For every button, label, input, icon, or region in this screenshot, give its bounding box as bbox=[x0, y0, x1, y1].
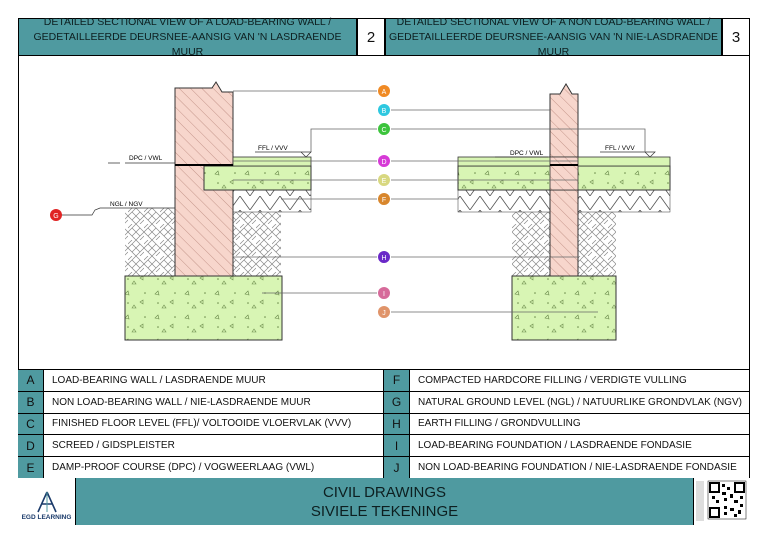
svg-text:G: G bbox=[53, 213, 58, 220]
panel-title-line1: DETAILED SECTIONAL VIEW OF A NON LOAD-BE… bbox=[396, 15, 711, 28]
marker-b: B bbox=[378, 104, 390, 116]
logo-icon bbox=[36, 491, 57, 513]
screed-left bbox=[232, 156, 312, 167]
logo-text: EGD LEARNING bbox=[21, 514, 72, 521]
dpc-label-right: DPC / VWL bbox=[510, 150, 544, 157]
foundation-left bbox=[124, 275, 283, 341]
load-bearing-detail bbox=[124, 81, 312, 341]
slab-left bbox=[203, 165, 312, 191]
leader-lines bbox=[233, 90, 646, 313]
drawing-title: CIVIL DRAWINGS SIVIELE TEKENINGE bbox=[76, 478, 694, 525]
panel-title-line1: DETAILED SECTIONAL VIEW OF A LOAD-BEARIN… bbox=[43, 15, 332, 28]
qr-code bbox=[694, 478, 750, 525]
svg-text:I: I bbox=[383, 291, 385, 298]
svg-text:F: F bbox=[382, 197, 386, 204]
level-labels-left: DPC / VWL FFL / VVV NGL / NGV bbox=[62, 145, 312, 216]
marker-e: E bbox=[378, 174, 390, 186]
marker-f: F bbox=[378, 193, 390, 205]
svg-text:J: J bbox=[382, 310, 386, 317]
svg-text:D: D bbox=[381, 159, 386, 166]
marker-d: D bbox=[378, 155, 390, 167]
panel-number-non-load-bearing: 3 bbox=[722, 18, 750, 56]
svg-text:E: E bbox=[382, 178, 387, 185]
earth-fill-left-outer bbox=[125, 208, 175, 278]
level-labels-right: DPC / VWL FFL / VVV bbox=[495, 145, 656, 158]
panel-number-load-bearing: 2 bbox=[357, 18, 385, 56]
marker-j: J bbox=[378, 306, 390, 318]
egd-logo: EGD LEARNING bbox=[18, 478, 76, 525]
drawing-title-line2: SIVIELE TEKENINGE bbox=[310, 502, 459, 520]
hardcore-left bbox=[232, 189, 312, 213]
earth-fill-right-outer bbox=[512, 208, 550, 278]
svg-text:A: A bbox=[382, 89, 387, 96]
marker-a: A bbox=[378, 85, 390, 97]
title-block: EGD LEARNING CIVIL DRAWINGS SIVIELE TEKE… bbox=[18, 478, 750, 525]
panel-title-non-load-bearing: DETAILED SECTIONAL VIEW OF A NON LOAD-BE… bbox=[385, 15, 722, 58]
earth-fill-left-inner bbox=[233, 208, 281, 278]
earth-fill-right-inner bbox=[578, 208, 616, 278]
drawing-title-line1: CIVIL DRAWINGS bbox=[322, 483, 447, 501]
ngl-label-left: NGL / NGV bbox=[110, 201, 143, 208]
svg-text:B: B bbox=[382, 108, 387, 115]
ffl-label-left: FFL / VVV bbox=[258, 145, 288, 152]
marker-c: C bbox=[378, 123, 390, 135]
panel-title-line2: GEDETAILLEERDE DEURSNEE-AANSIG VAN 'N LA… bbox=[33, 30, 342, 58]
panel-title-load-bearing: DETAILED SECTIONAL VIEW OF A LOAD-BEARIN… bbox=[18, 15, 357, 58]
marker-g: G bbox=[50, 209, 62, 221]
ffl-label-right: FFL / VVV bbox=[605, 145, 635, 152]
marker-i: I bbox=[378, 287, 390, 299]
svg-text:C: C bbox=[381, 127, 386, 134]
panel-title-line2: GEDETAILLEERDE DEURSNEE-AANSIG VAN 'N NI… bbox=[389, 30, 718, 58]
svg-text:H: H bbox=[381, 255, 386, 262]
marker-h: H bbox=[378, 251, 390, 263]
dpc-label-left: DPC / VWL bbox=[129, 155, 163, 162]
foundation-right bbox=[511, 275, 617, 341]
non-load-bearing-detail bbox=[457, 83, 671, 341]
